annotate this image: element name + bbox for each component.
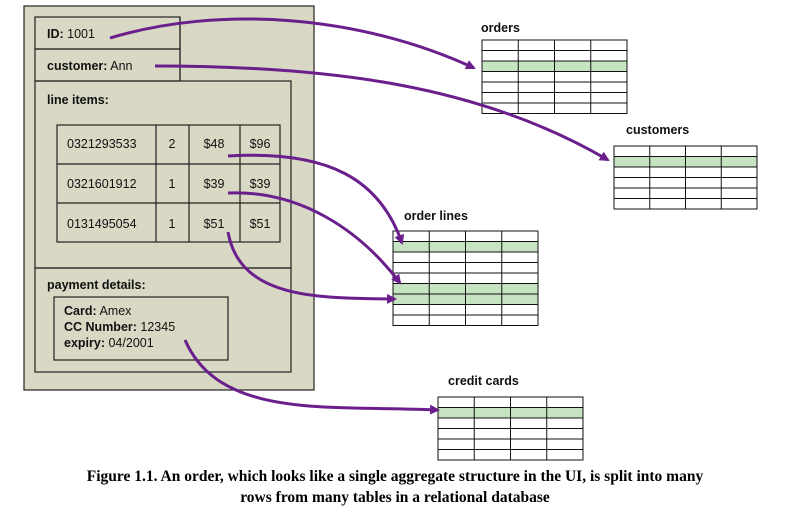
caption-line-1: Figure 1.1. An order, which looks like a…	[86, 468, 704, 485]
figure-caption: Figure 1.1. An order, which looks like a…	[0, 466, 790, 508]
line-item-total: $96	[250, 137, 271, 151]
customer-to-customers-arrow	[154, 64, 610, 162]
line-item-qty: 2	[169, 137, 176, 151]
card-field: Card: Amex	[64, 304, 132, 318]
line-item-isbn: 0131495054	[67, 217, 137, 231]
payment-details-label: payment details:	[47, 278, 146, 292]
line-item-isbn: 0321293533	[67, 137, 137, 151]
expiry-field: expiry: 04/2001	[64, 336, 154, 350]
line-items-table: 0321293533 2 $48 $96 0321601912 1 $39 $3…	[56, 124, 281, 243]
customer-field: customer: Ann	[47, 59, 133, 73]
credit-cards-table	[437, 396, 584, 461]
line-items-outer	[56, 124, 281, 243]
id-to-orders-arrow	[109, 17, 476, 70]
customers-table	[613, 145, 758, 210]
line-items-label: line items:	[47, 93, 109, 107]
id-field: ID: 1001	[47, 27, 95, 41]
line-item-isbn: 0321601912	[67, 177, 137, 191]
cc-number-field: CC Number: 12345	[64, 320, 175, 334]
orders-table	[481, 39, 628, 114]
order-aggregate: ID: 1001 customer: Ann line items: 03212…	[23, 5, 315, 391]
line-item-price: $51	[204, 217, 225, 231]
payment-details-section	[34, 267, 292, 373]
line-item-total: $39	[250, 177, 271, 191]
line-item-price: $48	[204, 137, 225, 151]
line-item-qty: 1	[169, 217, 176, 231]
line-item-total: $51	[250, 217, 271, 231]
orders-table-title: orders	[481, 21, 520, 35]
line-item-2-to-order-lines-arrow	[227, 191, 402, 285]
line-item-qty: 1	[169, 177, 176, 191]
line-item-price: $39	[204, 177, 225, 191]
order-lines-table	[392, 230, 539, 326]
order-lines-table-title: order lines	[404, 209, 468, 223]
payment-card-box	[53, 296, 229, 361]
customers-table-title: customers	[626, 123, 689, 137]
line-item-3-to-order-lines-arrow	[226, 231, 397, 304]
aggregate-diagram: ID: 1001 customer: Ann line items: 03212…	[23, 5, 758, 461]
payment-to-credit-cards-arrow	[183, 339, 440, 415]
caption-line-2: rows from many tables in a relational da…	[240, 489, 550, 506]
line-item-1-to-order-lines-arrow	[227, 153, 405, 245]
credit-cards-table-title: credit cards	[448, 374, 519, 388]
